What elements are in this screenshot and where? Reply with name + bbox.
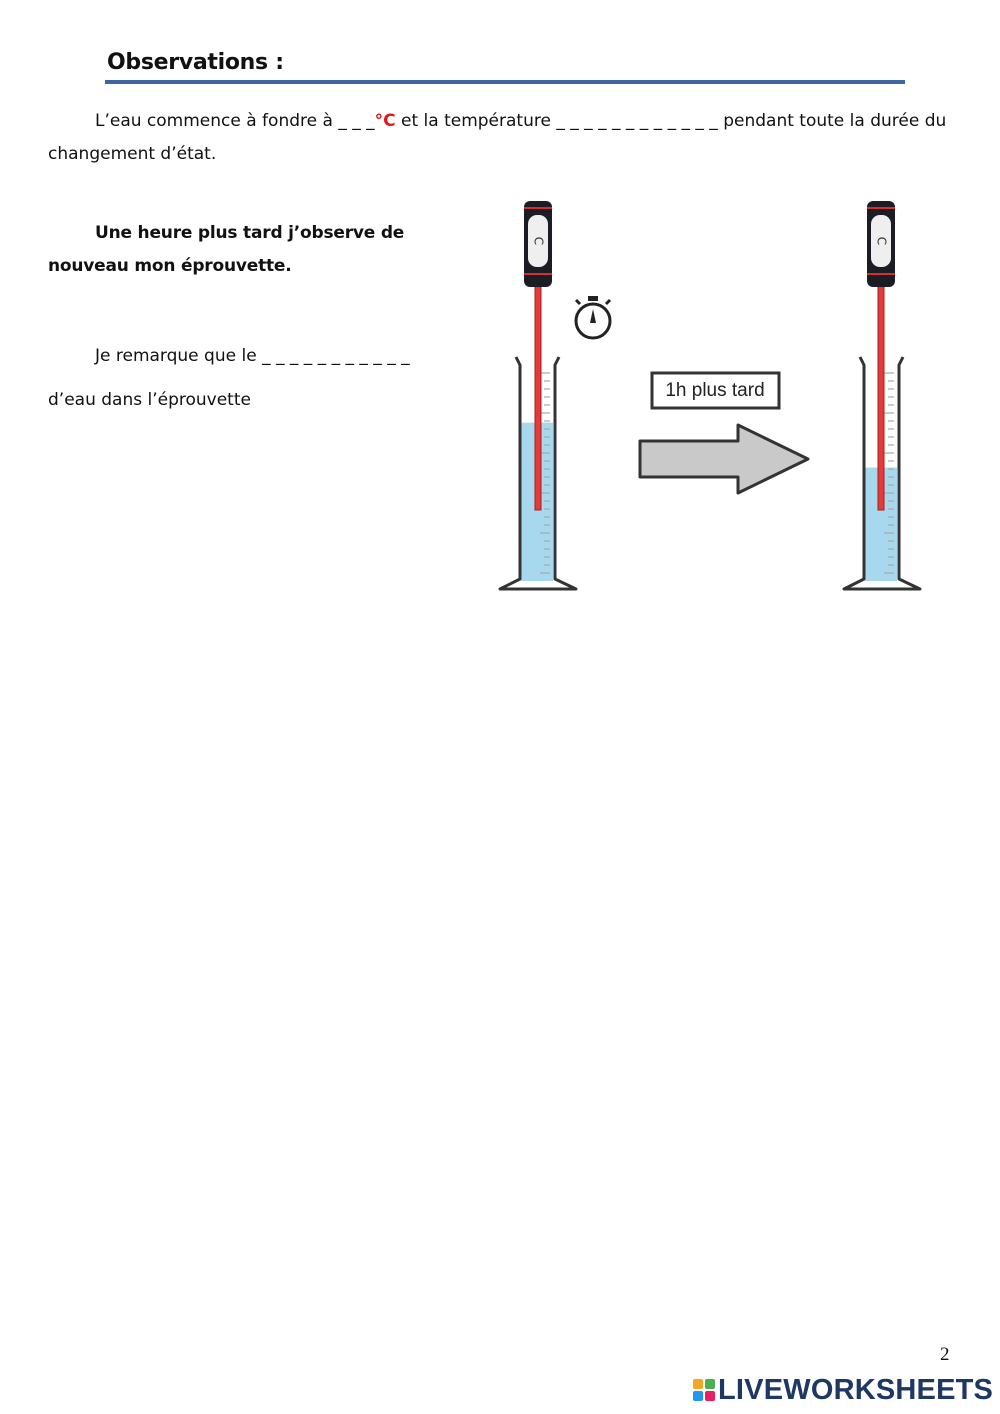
remark-paragraph: Je remarque que le _ _ _ _ _ _ _ _ _ _ _: [95, 340, 495, 373]
liveworksheets-wordmark: LIVEWORKSHEETS: [718, 1373, 994, 1406]
thermometer-letter: C: [532, 237, 546, 245]
temperature-behaviour-blank[interactable]: _ _ _ _ _ _ _ _ _ _ _ _: [556, 111, 718, 131]
liveworksheets-logo-icon: [693, 1379, 715, 1401]
hour-later-paragraph: Une heure plus tard j’observe de nouveau…: [48, 223, 405, 276]
liveworksheets-logo: LIVEWORKSHEETS: [693, 1372, 993, 1408]
stopwatch-icon: [574, 296, 612, 340]
remark-continuation: d’eau dans l’éprouvette: [48, 390, 251, 410]
title-underline: [105, 80, 905, 84]
right-arrow-icon: [638, 423, 810, 495]
section-title: Observations :: [107, 50, 284, 75]
paragraph-text: et la température: [395, 111, 557, 131]
remark-text: Je remarque que le: [95, 346, 263, 366]
time-label-box: 1h plus tard: [650, 371, 781, 410]
remark-blank[interactable]: _ _ _ _ _ _ _ _ _ _ _: [262, 346, 410, 366]
graduated-cylinder-icon: [842, 356, 922, 591]
observation-paragraph: L’eau commence à fondre à _ _ _°C et la …: [48, 105, 968, 171]
paragraph-text: L’eau commence à fondre à: [95, 111, 339, 131]
temperature-blank[interactable]: _ _ _: [338, 111, 375, 131]
thermometer-icon: C: [524, 201, 552, 511]
paragraph-text: pendant toute la durée du changement d’é…: [48, 111, 947, 164]
thermometer-letter: C: [875, 237, 889, 245]
time-label: 1h plus tard: [665, 380, 764, 401]
page-number: 2: [940, 1344, 950, 1365]
experiment-figure: C 1h plus tard C: [490, 195, 930, 595]
celsius-unit: °C: [374, 111, 396, 131]
thermometer-icon: C: [867, 201, 895, 511]
